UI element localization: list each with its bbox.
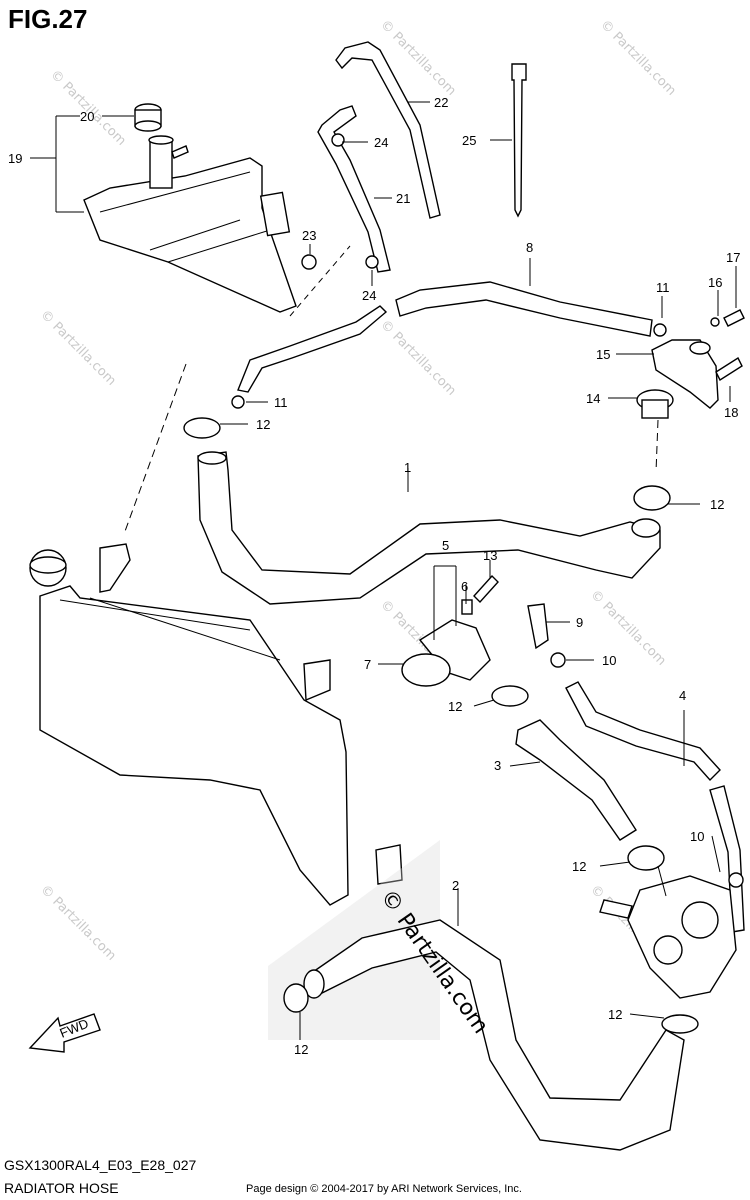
water-pump-inlet-hose	[565, 681, 721, 782]
callout-15: 15	[596, 347, 610, 362]
callout-12-upper: 12	[256, 417, 270, 432]
figure-title: FIG.27	[8, 4, 88, 34]
clamp	[653, 323, 667, 337]
callout-numbers: 1 2 3 4 5 6 7 8 9 10 10 11 11 12 12 12 1…	[8, 95, 740, 1057]
callout-1: 1	[404, 460, 411, 475]
callout-8: 8	[526, 240, 533, 255]
callout-12-right: 12	[710, 497, 724, 512]
callout-25: 25	[462, 133, 476, 148]
forward-direction-arrow: FWD	[28, 1013, 101, 1053]
radiator-inlet-hose	[197, 451, 661, 605]
callout-17: 17	[726, 250, 740, 265]
clip	[728, 872, 744, 888]
callout-21: 21	[396, 191, 410, 206]
callout-20: 20	[80, 109, 94, 124]
water-pump	[599, 875, 737, 999]
bypass-hose-lower	[237, 305, 388, 393]
hose-clamp	[491, 685, 529, 707]
leader-lines	[30, 101, 737, 1040]
watermark: © Partzilla.com	[597, 17, 679, 99]
callout-23: 23	[302, 228, 316, 243]
overflow-tube	[335, 41, 441, 219]
watermark: © Partzilla.com	[377, 317, 459, 399]
callout-12-pump: 12	[572, 859, 586, 874]
callout-12-pump-lower: 12	[608, 1007, 622, 1022]
callout-7: 7	[364, 657, 371, 672]
figure-code: GSX1300RAL4_E03_E28_027	[4, 1157, 197, 1173]
water-pump-outlet-hose	[309, 919, 685, 1151]
callout-18: 18	[724, 405, 738, 420]
hose-clamp	[183, 417, 221, 439]
clamp	[231, 395, 245, 409]
figure-name: RADIATOR HOSE	[4, 1180, 119, 1196]
watermark: © Partzilla.com	[587, 587, 669, 669]
watermark: © Partzilla.com	[37, 307, 119, 389]
callout-24-lower: 24	[362, 288, 376, 303]
breather-tube	[317, 105, 391, 273]
clip	[365, 255, 379, 269]
hose-clamp	[627, 845, 665, 871]
bolt	[473, 574, 499, 604]
radiator-outlet-hose	[515, 719, 637, 841]
callout-11-lower: 11	[274, 395, 288, 410]
thermostat-cover	[651, 339, 719, 409]
clip	[331, 133, 345, 147]
cap	[461, 599, 473, 615]
callout-13: 13	[483, 548, 497, 563]
callout-2: 2	[452, 878, 459, 893]
callout-12-mid: 12	[448, 699, 462, 714]
watermark: © Partzilla.com	[47, 67, 129, 149]
clip	[550, 652, 566, 668]
callout-19: 19	[8, 151, 22, 166]
radiator	[29, 543, 403, 906]
callout-9: 9	[576, 615, 583, 630]
callout-12-left: 12	[294, 1042, 308, 1057]
callout-24-upper: 24	[374, 135, 388, 150]
watermark: © Partzilla.com	[37, 882, 119, 964]
watermark-layer: © Partzilla.com © Partzilla.com © Partzi…	[37, 17, 679, 964]
callout-6: 6	[461, 579, 468, 594]
hose-clamp	[283, 983, 309, 1013]
callout-16: 16	[708, 275, 722, 290]
callout-11: 11	[656, 280, 670, 295]
callout-22: 22	[434, 95, 448, 110]
bolt	[301, 254, 317, 270]
bypass-hose	[395, 281, 653, 337]
callout-14: 14	[586, 391, 600, 406]
hose-clamp	[633, 485, 671, 511]
callout-3: 3	[494, 758, 501, 773]
gasket	[401, 653, 451, 687]
bolt	[723, 309, 745, 327]
hose-clamp	[661, 1014, 699, 1034]
reservoir-tank	[83, 103, 297, 313]
union-fitting	[527, 603, 549, 650]
callout-10: 10	[602, 653, 616, 668]
callout-10-pump: 10	[690, 829, 704, 844]
bolt	[715, 356, 743, 382]
callout-4: 4	[679, 688, 686, 703]
page-credit: Page design © 2004-2017 by ARI Network S…	[246, 1183, 522, 1195]
callout-5: 5	[442, 538, 449, 553]
washer	[710, 317, 720, 327]
cable-tie	[511, 63, 527, 218]
